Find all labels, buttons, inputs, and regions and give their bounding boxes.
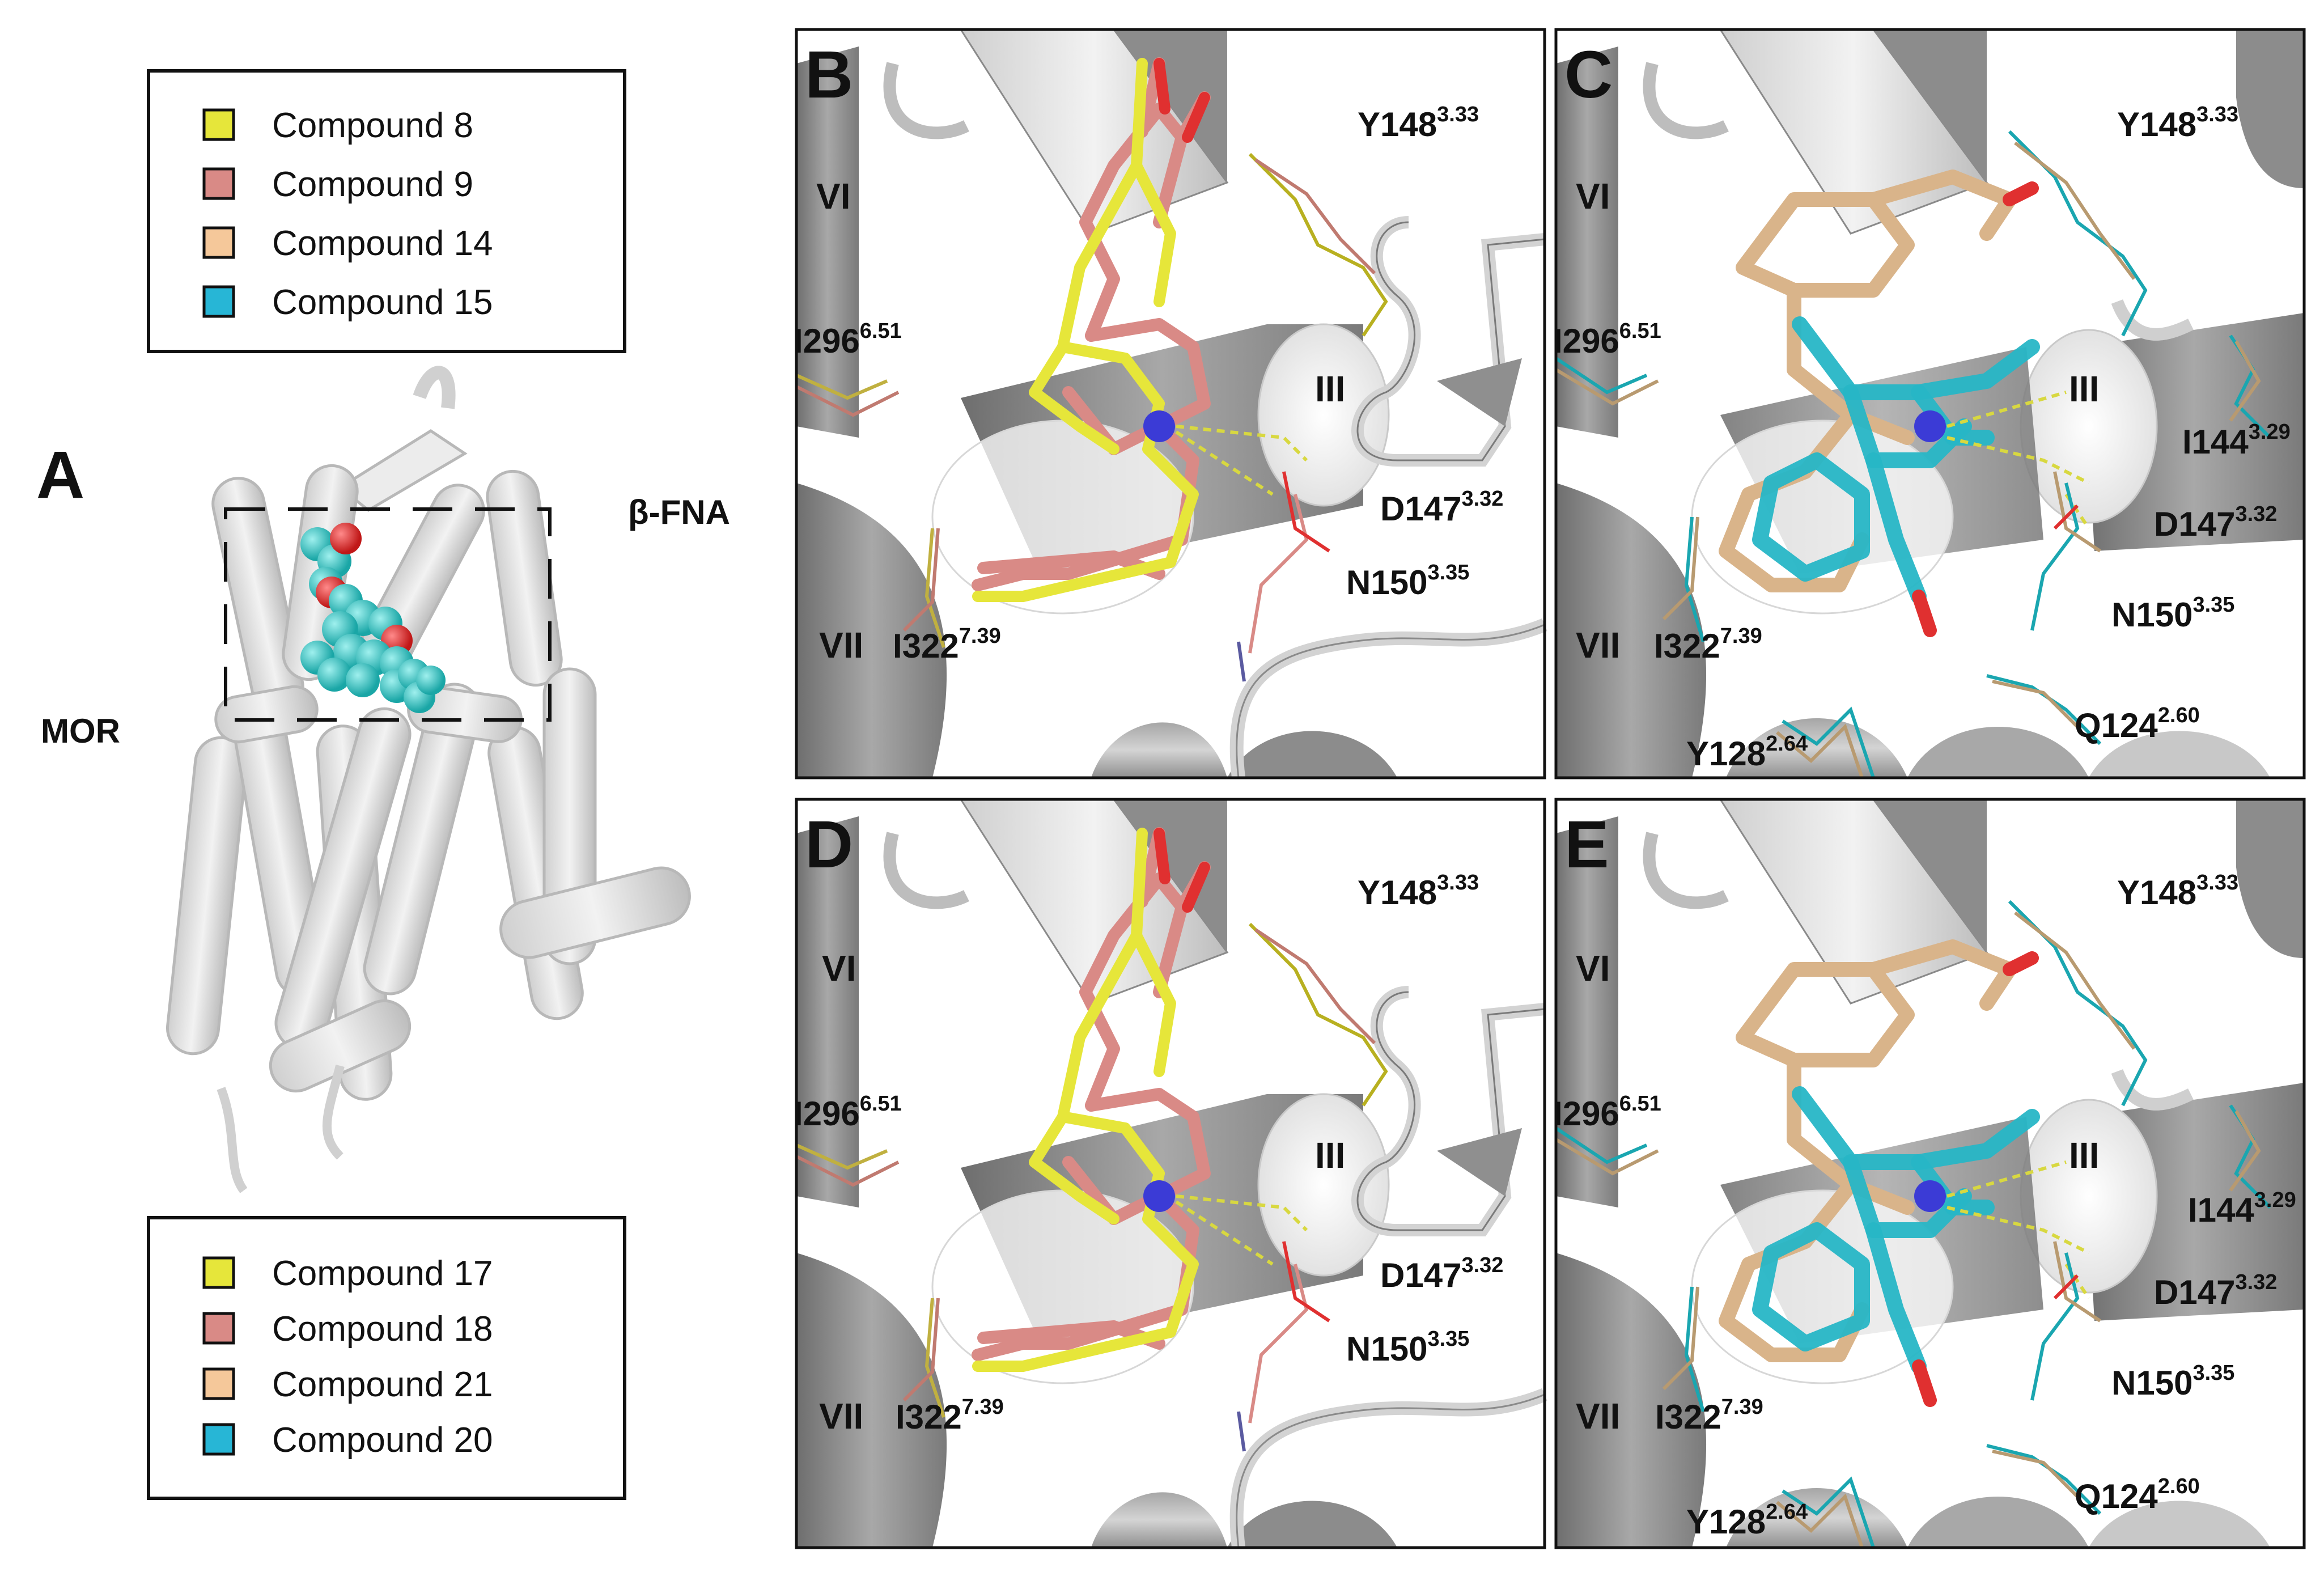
residue-q124-label: Q1242.60 xyxy=(2075,704,2200,744)
helix-vii-label: VII xyxy=(819,625,863,666)
panel-b-letter: B xyxy=(805,37,853,112)
residue-i296-label: I2966.51 xyxy=(794,1092,902,1133)
residue-n150-label: N1503.35 xyxy=(2111,593,2234,634)
helix-vii-label: VII xyxy=(819,1396,863,1437)
legend-bottom-swatch xyxy=(202,1312,235,1345)
panel-a-letter: A xyxy=(36,438,84,512)
residue-i322-label: I3227.39 xyxy=(896,1395,1004,1436)
residue-i322-label: I3227.39 xyxy=(1655,1395,1763,1436)
legend-top-swatch xyxy=(202,167,235,200)
helix-iii-label: III xyxy=(1315,368,1345,409)
residue-i296-label: I2966.51 xyxy=(1553,1092,1661,1133)
panel-d-letter: D xyxy=(805,807,853,882)
residue-n150-label: N1503.35 xyxy=(1346,561,1469,601)
receptor-label: MOR xyxy=(41,712,120,750)
helix-iii-label: III xyxy=(2069,1135,2099,1176)
legend-bottom-label: Compound 17 xyxy=(272,1254,493,1293)
ligand-label: β-FNA xyxy=(628,493,730,531)
helix-vi-label: VI xyxy=(1576,176,1610,217)
legend-top: Compound 8 Compound 9 Compound 14 Compound … xyxy=(147,69,626,353)
residue-d147-label: D1473.32 xyxy=(2154,502,2277,543)
legend-top-label: Compound 9 xyxy=(272,165,473,204)
panel-b-labels: VI III VII Y1483.33 I2966.51 D1473.32 N1… xyxy=(794,103,1503,666)
panel-c-letter: C xyxy=(1564,37,1613,112)
legend-bottom: Compound 17 Compound 18 Compound 21 Compoun… xyxy=(147,1216,626,1500)
legend-bottom-label: Compound 20 xyxy=(272,1421,493,1460)
helix-vii-label: VII xyxy=(1576,1396,1620,1437)
residue-i296-label: I2966.51 xyxy=(794,319,902,360)
legend-top-label: Compound 15 xyxy=(272,283,493,322)
panel-e-letter: E xyxy=(1564,807,1609,882)
panel-e xyxy=(1556,799,2304,1548)
legend-bottom-swatch xyxy=(202,1423,235,1456)
residue-i144-label: I1443.29 xyxy=(2182,420,2291,461)
residue-i144-label: I1443.29 xyxy=(2188,1188,2296,1229)
residue-d147-label: D1473.32 xyxy=(1380,1253,1503,1294)
receptor-cartoon xyxy=(166,366,691,1193)
panel-b xyxy=(796,29,1545,778)
residue-n150-label: N1503.35 xyxy=(2111,1361,2234,1402)
legend-top-label: Compound 14 xyxy=(272,224,493,263)
helix-vii-label: VII xyxy=(1576,625,1620,666)
binding-site-box xyxy=(224,507,552,722)
legend-top-entry: Compound 8 xyxy=(202,106,473,145)
panel-c-labels: VI III VII Y1483.33 I2966.51 I1443.29 D1… xyxy=(1553,103,2291,773)
legend-bottom-label: Compound 21 xyxy=(272,1365,493,1404)
legend-bottom-swatch xyxy=(202,1367,235,1400)
residue-i322-label: I3227.39 xyxy=(893,624,1001,665)
residue-y148-label: Y1483.33 xyxy=(2117,871,2238,912)
helix-vi-label: VI xyxy=(822,948,856,989)
legend-top-entry: Compound 15 xyxy=(202,283,493,322)
ligand-spheres xyxy=(300,523,446,713)
legend-top-swatch xyxy=(202,285,235,318)
legend-bottom-entry: Compound 17 xyxy=(202,1254,493,1293)
residue-d147-label: D1473.32 xyxy=(2154,1270,2277,1311)
legend-top-entry: Compound 9 xyxy=(202,165,473,204)
legend-bottom-entry: Compound 18 xyxy=(202,1310,493,1349)
helix-iii-label: III xyxy=(1315,1135,1345,1176)
legend-top-entry: Compound 14 xyxy=(202,224,493,263)
panel-a: A β-FNA MOR xyxy=(36,366,730,1193)
residue-n150-label: N1503.35 xyxy=(1346,1327,1469,1368)
helix-vi-label: VI xyxy=(1576,948,1610,989)
residue-y128-label: Y1282.64 xyxy=(1686,732,1808,773)
residue-y148-label: Y1483.33 xyxy=(2117,103,2238,143)
panel-d xyxy=(796,799,1545,1548)
panel-e-labels: VI III VII Y1483.33 I2966.51 I1443.29 D1… xyxy=(1553,871,2296,1541)
helix-vi-label: VI xyxy=(816,176,850,217)
panel-d-labels: VI III VII Y1483.33 I2966.51 D1473.32 N1… xyxy=(794,871,1503,1437)
legend-bottom-entry: Compound 21 xyxy=(202,1365,493,1404)
legend-top-swatch xyxy=(202,226,235,259)
residue-y148-label: Y1483.33 xyxy=(1358,103,1479,143)
residue-i322-label: I3227.39 xyxy=(1654,624,1762,665)
residue-q124-label: Q1242.60 xyxy=(2075,1474,2200,1515)
residue-y148-label: Y1483.33 xyxy=(1358,871,1479,912)
panel-c xyxy=(1556,29,2304,778)
legend-top-swatch xyxy=(202,108,235,141)
legend-bottom-label: Compound 18 xyxy=(272,1310,493,1349)
residue-y128-label: Y1282.64 xyxy=(1686,1500,1808,1541)
helix-iii-label: III xyxy=(2069,368,2099,409)
legend-bottom-swatch xyxy=(202,1256,235,1289)
residue-d147-label: D1473.32 xyxy=(1380,487,1503,528)
legend-top-label: Compound 8 xyxy=(272,106,473,145)
legend-bottom-entry: Compound 20 xyxy=(202,1421,493,1460)
residue-i296-label: I2966.51 xyxy=(1553,319,1661,360)
